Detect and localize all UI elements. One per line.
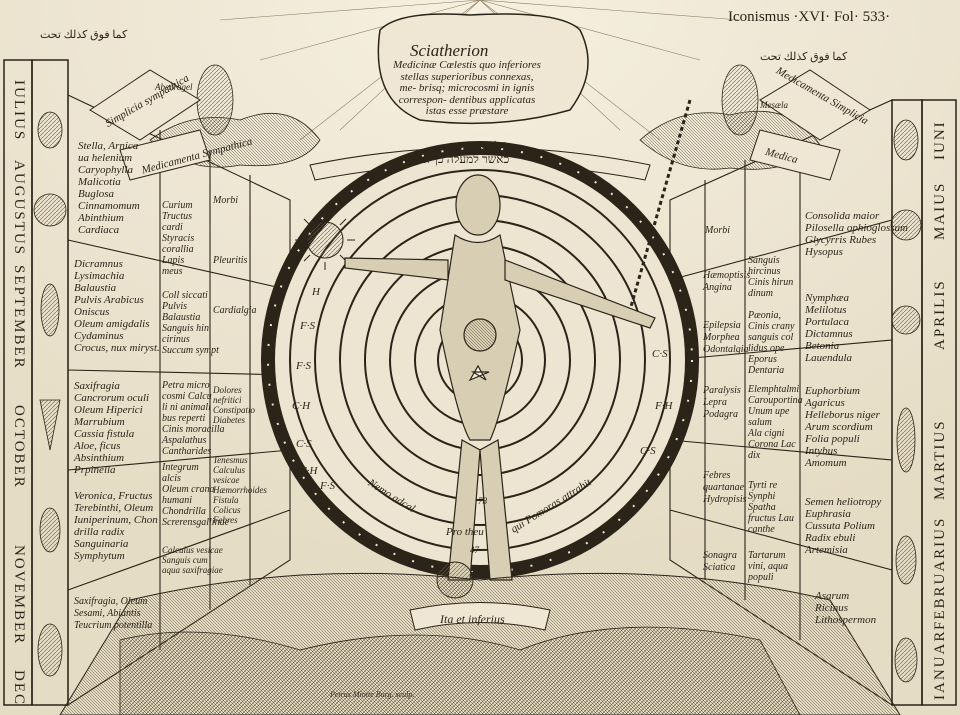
month-martius: MARTIUS: [932, 419, 948, 500]
title-cartouche: [377, 13, 589, 125]
star-icon: [468, 364, 490, 382]
ring-label-8: C·S: [640, 445, 656, 457]
right-inner-3: Elemphtalmi Carouportina Unum upe salum …: [748, 384, 803, 461]
ring-label-9: F·H: [300, 465, 318, 477]
left-inner-3: Petra micro cosmi Calcu li ni animali bu…: [162, 380, 225, 457]
right-cell-3: Euphorbium Agaricus Helleborus niger Aru…: [805, 385, 880, 469]
right-inner-4: Tyrti re Synphi Spatha fructus Lau canth…: [748, 480, 794, 535]
ring-label-10: F·S: [320, 480, 335, 492]
month-aprilis: APRILIS: [932, 279, 948, 350]
right-ailment-2: Hæmoptisis Angina: [703, 270, 751, 293]
right-ailment-1: Morbi: [705, 225, 730, 236]
right-arm: [504, 259, 656, 329]
month-iulius: IULIUS: [11, 80, 27, 142]
left-astrologer: [196, 64, 234, 136]
month-october: OCTOBER: [11, 405, 27, 489]
right-inner-1: Sanguis hircinus Cinis hirun dinum: [748, 255, 794, 299]
human-figure: [344, 174, 656, 581]
left-inner-4: Integrum alcis Oleum crana humani Chondr…: [162, 462, 230, 528]
landscape: [59, 572, 901, 715]
left-ailment-3: Cardialgia: [213, 305, 257, 316]
sagittarius-icon: [37, 623, 63, 677]
right-ailment-4: Paralysis Lepra Podagra: [703, 385, 741, 420]
ita-banner: [409, 602, 551, 631]
chain: [628, 99, 692, 311]
figure-label-right: Mesæla: [760, 100, 788, 110]
head: [455, 174, 501, 236]
month-augustus: AUGUSTUS: [11, 160, 27, 257]
arabic-inscription-left: كما فوق كذلك تحت: [40, 29, 128, 41]
ring-label-3: C·S: [652, 348, 668, 360]
right-ailment-3: Epilepsia Morphea Odontalgia: [703, 320, 749, 355]
right-cell-4: Semen heliotropy Euphrasia Cussuta Poliu…: [805, 496, 882, 556]
hebrew-inscription: כאשר למעלה כן למטה: [405, 152, 510, 166]
left-inner-2: Coll siccati Pulvis Balaustia Sanguis hi…: [162, 290, 219, 356]
left-cell-1: Stella, Arnica ua helenium Caryophylla M…: [78, 140, 140, 236]
left-ailment-5: Tenesmus Calculus vesicae Hæmorrhoides F…: [213, 455, 267, 525]
cancer-icon: [37, 111, 63, 149]
arabic-inscription-right: كما فوق كذلك تحت: [760, 51, 848, 63]
left-ailment-1: Morbi: [213, 195, 238, 206]
orb-number-2: 47: [470, 545, 479, 555]
engraver-signature: Petrus Miotte Burg. sculp.: [330, 690, 415, 699]
ring-label-1: H: [312, 286, 320, 298]
virgo-icon: [40, 283, 60, 337]
right-inner-2: Pæonia, Cinis crany sanguis col lidus op…: [748, 310, 795, 376]
ita-et-inferius-label: Ita et inferius: [440, 612, 505, 626]
ring-label-4: F·H: [655, 400, 673, 412]
right-cell-2: Nymphæa Melilotus Portulaca Dictamnus Be…: [805, 292, 853, 364]
month-ianuar: IANUAR: [932, 629, 948, 700]
left-ailment-2: Pleuritis: [213, 255, 248, 266]
month-maius: MAIUS: [932, 181, 948, 240]
orb-text-center: Pro theu: [446, 526, 484, 538]
cartouche-title: Sciatherion: [410, 41, 489, 60]
scroll-banners: [89, 69, 871, 181]
aries-icon: [891, 305, 921, 335]
ring-label-6: F·S: [296, 360, 311, 372]
zodiac-left: [33, 111, 67, 677]
figure-label-left: Abenragel: [155, 82, 193, 92]
right-cell-5: Asarum Ricinus Lithospermon: [815, 590, 877, 626]
ring-label-5: C·H: [292, 400, 311, 412]
orb-number-1: 78: [478, 496, 487, 506]
capricorn-icon: [894, 637, 918, 683]
month-februarius: FEBRUARIUS: [932, 516, 948, 630]
sun-icon: [295, 210, 355, 270]
zodiac-right: [890, 119, 922, 683]
taurus-icon: [890, 209, 922, 241]
orb-number-3: 47: [470, 566, 479, 576]
aquarius-icon: [895, 535, 917, 585]
leo-icon: [33, 193, 67, 227]
left-cell-5: Saxifragia, Oleum Sesami, Abiantis Teucr…: [74, 596, 153, 631]
right-astrologer: [721, 64, 759, 136]
month-november: NOVEMBER: [11, 545, 27, 646]
month-september: SEPTEMBER: [11, 265, 27, 370]
right-ailment-5: Febres quartanae Hydropisis: [703, 470, 747, 505]
folio-label: Iconismus ·XVI· Fol· 533·: [728, 9, 891, 25]
gemini-icon: [893, 119, 919, 161]
left-ailment-4: Dolores nefritici Constipatio Diabetes: [213, 385, 256, 425]
spiral-organ: [463, 318, 497, 352]
left-cell-4: Veronica, Fructus Terebinthi, Oleum Iuni…: [74, 490, 158, 562]
left-inner-1: Curium Tructus cardi Styracis corallia L…: [162, 200, 195, 277]
month-dec: DEC: [11, 670, 27, 706]
left-arm: [344, 257, 449, 281]
right-inner-5: Tartarum vini, aqua populi: [748, 550, 788, 583]
pisces-icon: [896, 407, 916, 473]
right-cell-1: Consolida maior Pilosella ophioglossum G…: [805, 210, 908, 258]
libra-icon: [39, 399, 61, 451]
month-iuni: IUNI: [932, 120, 948, 160]
left-cell-3: Saxifragia Cancrorum oculi Oleum Hiperic…: [74, 380, 150, 476]
ring-label-2: F·S: [300, 320, 315, 332]
left-inner-5: Calculus vesicae Sanguis cum aqua saxifr…: [162, 545, 223, 575]
right-ailment-6: Sonagra Sciatica: [703, 550, 737, 573]
left-cell-2: Dicramnus Lysimachia Balaustia Pulvis Ar…: [74, 258, 160, 354]
cartouche-motto: Medicinæ Cœlestis quo inferiores stellas…: [393, 59, 541, 118]
ring-label-7: C·S: [296, 438, 312, 450]
scorpio-icon: [39, 507, 61, 553]
